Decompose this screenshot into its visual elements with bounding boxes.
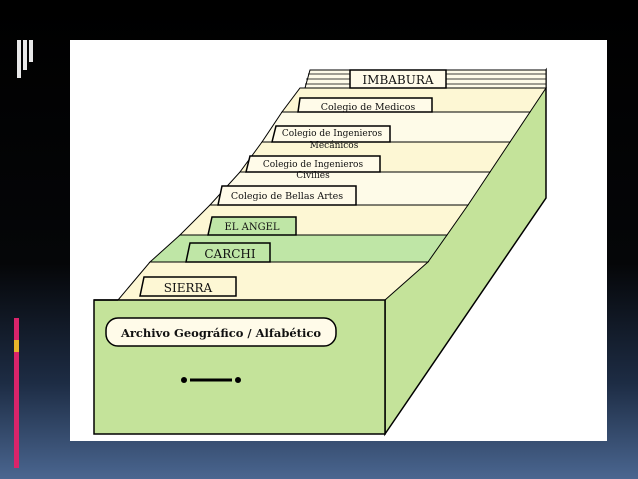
- tab-sierra: SIERRA: [140, 277, 236, 296]
- tab-colegio-bellas-artes: Colegio de Bellas Artes: [218, 186, 356, 205]
- svg-text:Colegio de Ingenieros: Colegio de Ingenieros: [282, 129, 383, 139]
- tab-carchi: CARCHI: [186, 243, 270, 262]
- tab-el-angel: EL ANGEL: [208, 217, 296, 235]
- svg-text:Colegio de Bellas Artes: Colegio de Bellas Artes: [231, 191, 343, 202]
- svg-text:Colegio de Ingenieros: Colegio de Ingenieros: [263, 160, 364, 170]
- tab-colegio-medicos: Colegio de Medicos: [298, 98, 432, 113]
- svg-text:SIERRA: SIERRA: [164, 281, 213, 295]
- svg-text:Civilies: Civilies: [296, 171, 330, 181]
- svg-text:IMBABURA: IMBABURA: [362, 73, 433, 87]
- front-label-plate: Archivo Geográfico / Alfabético: [106, 318, 336, 346]
- svg-text:CARCHI: CARCHI: [204, 247, 256, 261]
- tab-imbabura: IMBABURA: [350, 70, 446, 88]
- svg-text:Archivo Geográfico / Alfabétic: Archivo Geográfico / Alfabético: [120, 326, 321, 340]
- svg-text:Mecánicos: Mecánicos: [310, 140, 359, 151]
- svg-text:Colegio de Medicos: Colegio de Medicos: [321, 102, 416, 113]
- svg-text:EL ANGEL: EL ANGEL: [224, 222, 279, 233]
